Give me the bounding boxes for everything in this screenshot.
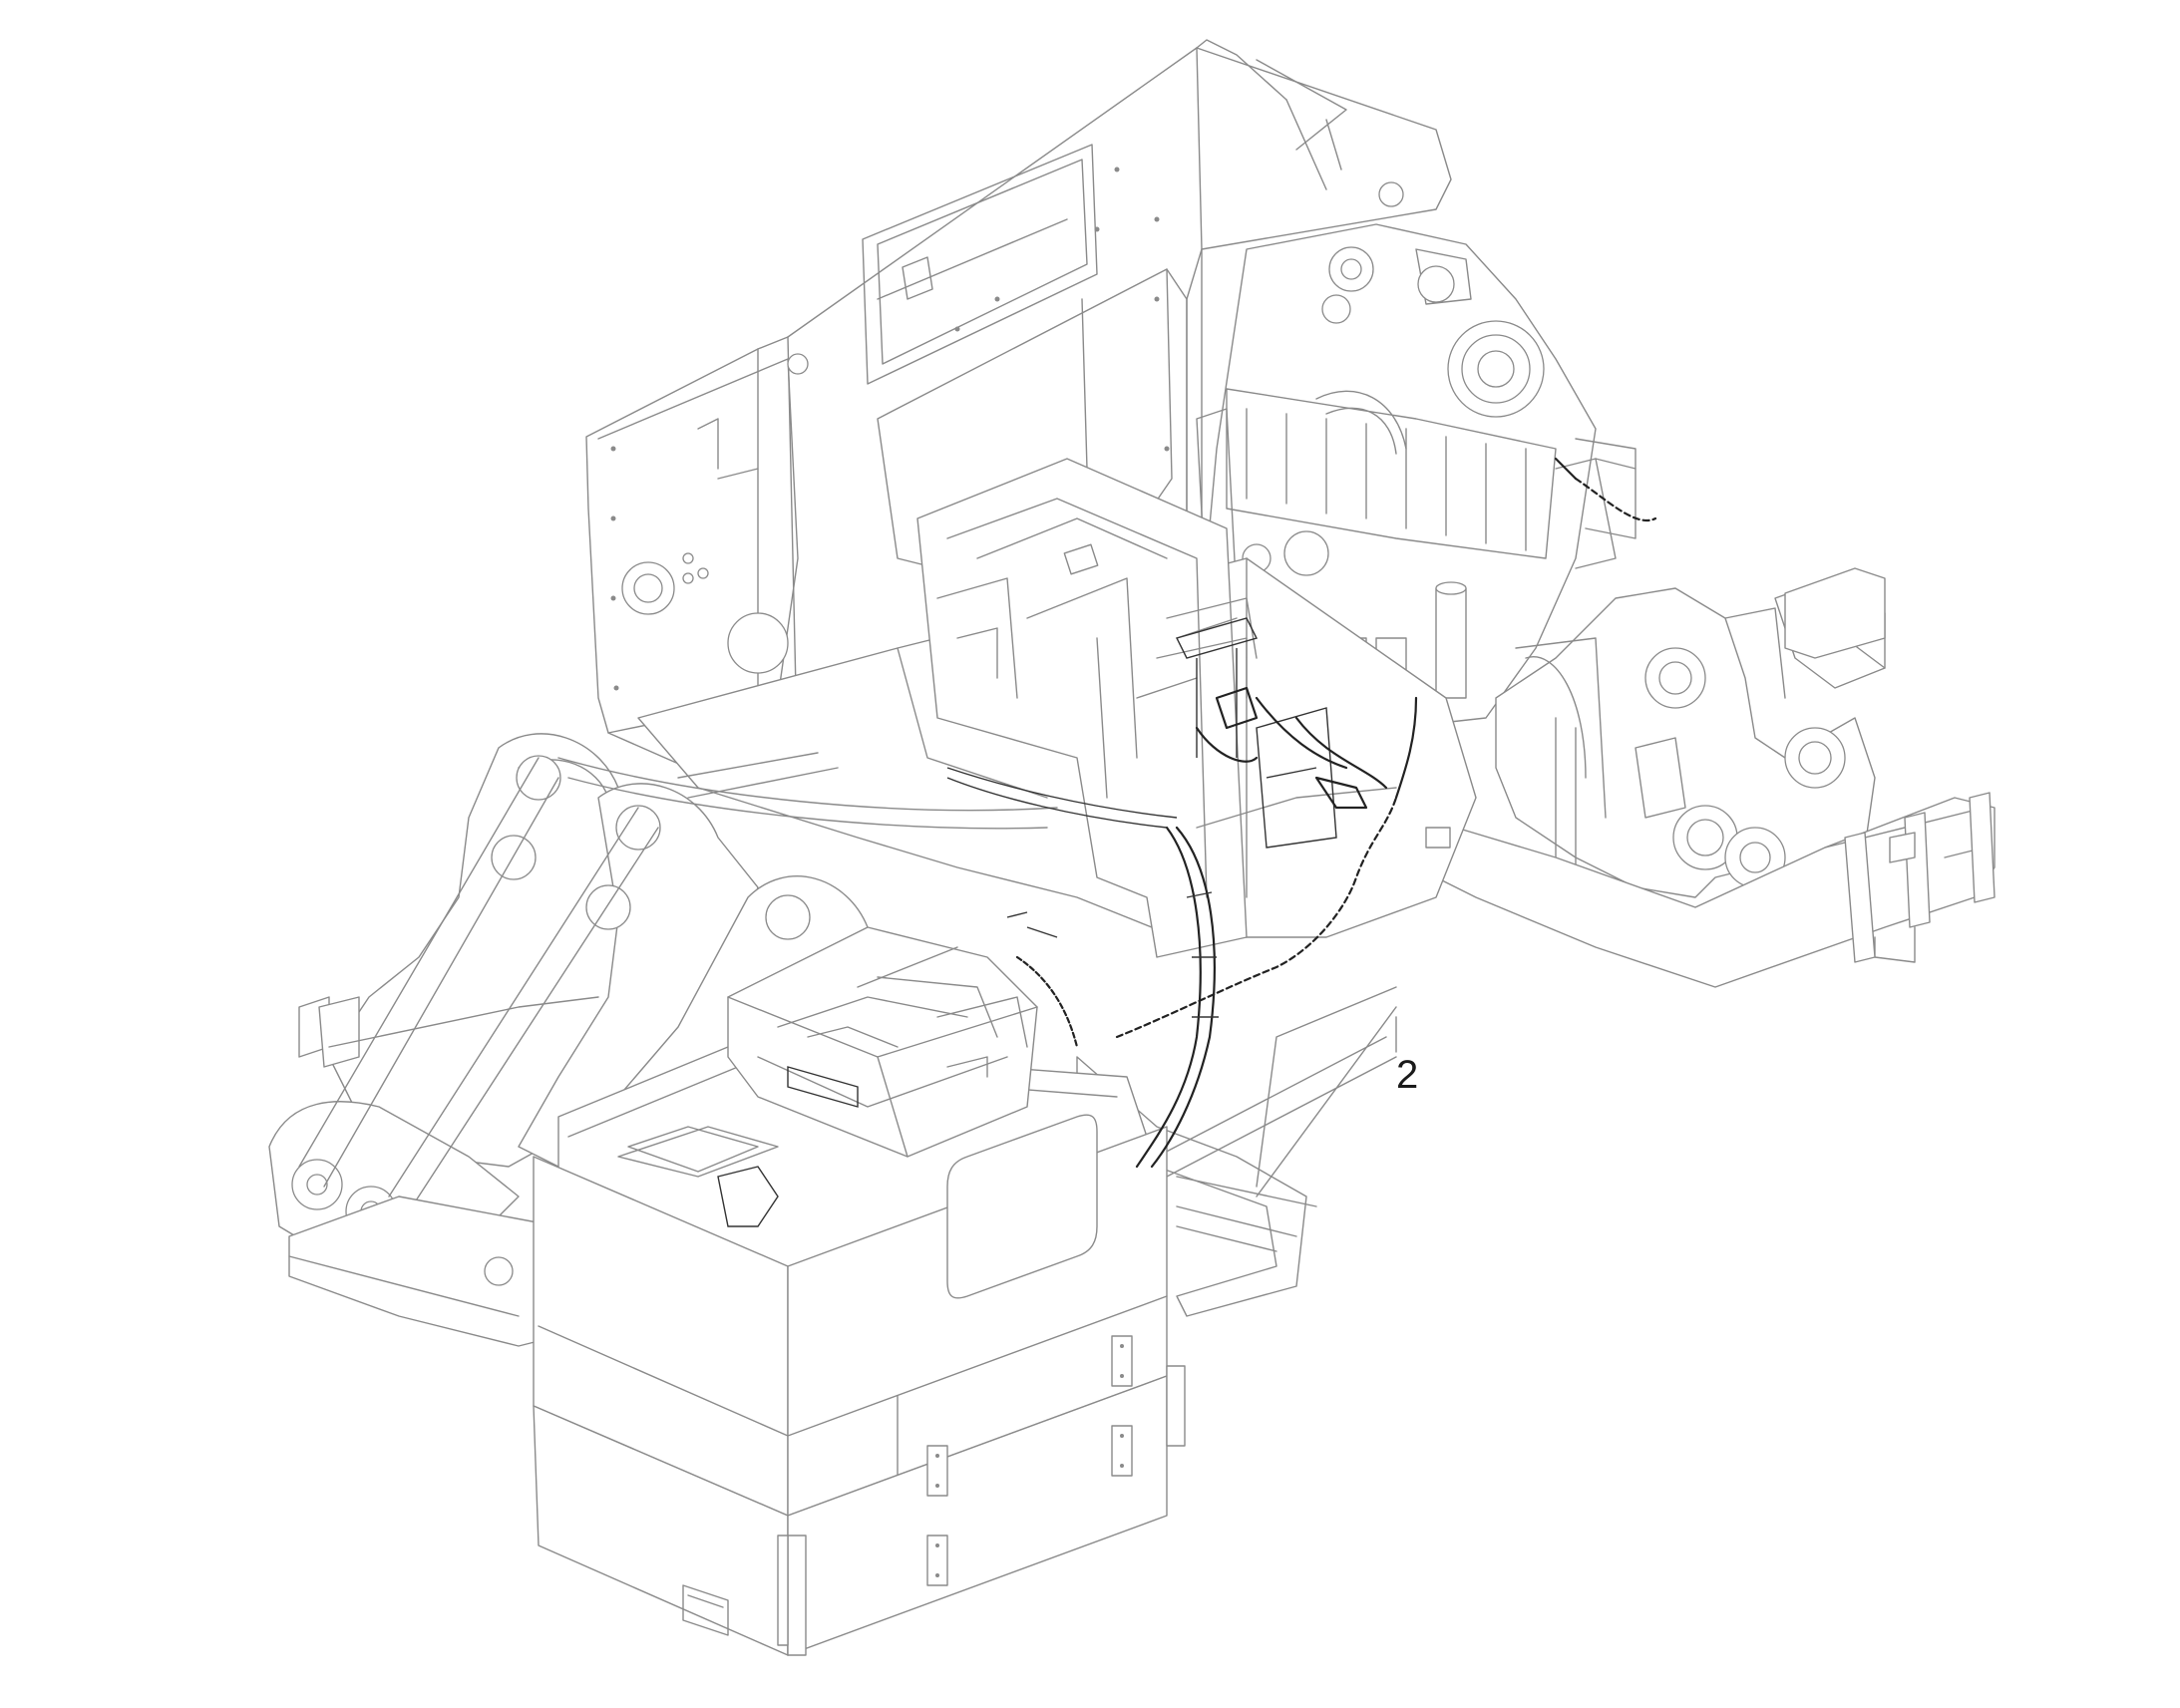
right-frame-rail [1435,567,1996,988]
loader-arms [268,733,1058,1257]
control-box [533,1046,1186,1656]
main-chassis-deck [637,458,1477,958]
rear-tower-frame [585,39,1452,789]
wiring-harness [946,457,1657,1169]
callout-2-label: 2 [1396,1053,1419,1097]
ecu-tray [727,926,1038,1158]
